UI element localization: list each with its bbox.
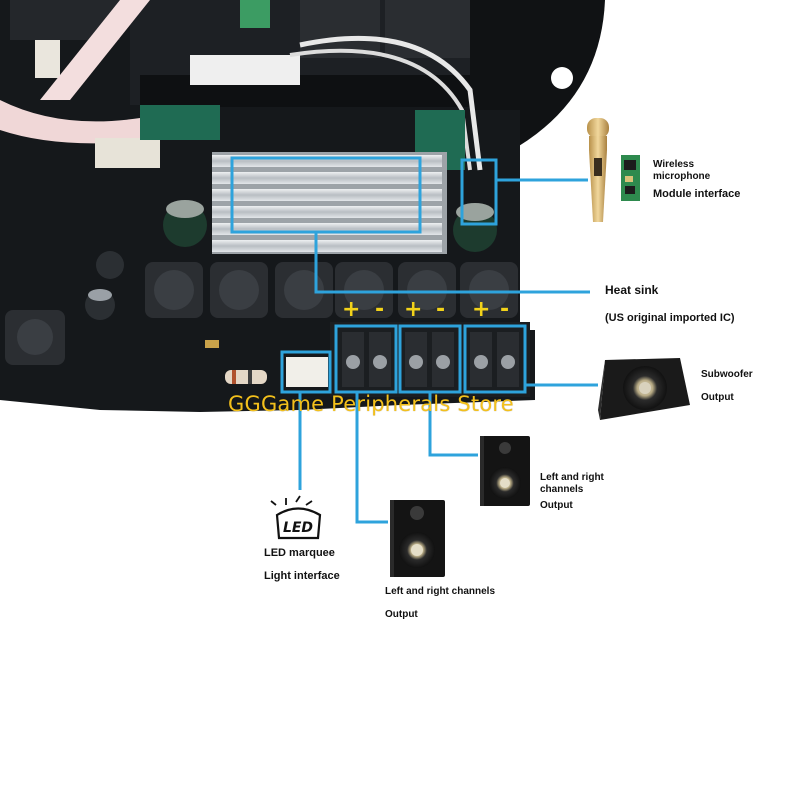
mic-module-callout-box xyxy=(460,158,498,226)
bookshelf-speaker-icon xyxy=(390,500,445,577)
polarity-plus-3: + xyxy=(472,297,491,322)
lr-bottom-output-label: Output xyxy=(385,609,418,620)
led-marquee-label: LED marquee xyxy=(264,547,335,559)
light-interface-label: Light interface xyxy=(264,570,340,582)
bookshelf-speaker-icon xyxy=(480,436,530,506)
terminal-callout-box-1 xyxy=(334,324,398,394)
module-interface-label: Module interface xyxy=(653,188,741,200)
lr-bottom-label: Left and right channels xyxy=(385,586,496,597)
wireless-label-line1: Wireless xyxy=(653,159,695,170)
wireless-microphone-icon xyxy=(587,118,609,222)
lr-top-output-label: Output xyxy=(540,500,573,511)
led-light-icon: LED xyxy=(270,495,322,540)
mic-module-board-icon xyxy=(621,155,640,201)
polarity-minus-2: - xyxy=(436,297,446,322)
polarity-minus-1: - xyxy=(375,297,385,322)
polarity-minus-3: - xyxy=(500,297,510,322)
lr-bottom-callout-line xyxy=(355,392,388,524)
polarity-plus-1: + xyxy=(342,297,361,322)
wireless-label-line2: microphone xyxy=(653,171,711,182)
led-callout-box xyxy=(280,350,332,394)
pcb-board xyxy=(0,0,535,412)
terminal-callout-box-3 xyxy=(463,324,527,394)
lr-top-callout-line xyxy=(428,392,478,457)
polarity-plus-2: + xyxy=(404,297,423,322)
heat-sink-note: (US original imported IC) xyxy=(605,312,735,324)
subwoofer-label: Subwoofer xyxy=(701,369,753,380)
heat-sink-callout-box xyxy=(230,156,422,234)
subwoofer-output-label: Output xyxy=(701,392,734,403)
lr-top-label-line2: channels xyxy=(540,484,584,495)
heat-sink-label: Heat sink xyxy=(605,283,659,297)
store-watermark: GGGame Peripherals Store xyxy=(228,392,514,416)
heat-sink-callout-line xyxy=(314,232,590,294)
subwoofer-icon xyxy=(598,358,690,420)
lr-top-label-line1: Left and right xyxy=(540,472,604,483)
callout-lines xyxy=(230,156,598,524)
led-icon-text: LED xyxy=(283,520,313,536)
